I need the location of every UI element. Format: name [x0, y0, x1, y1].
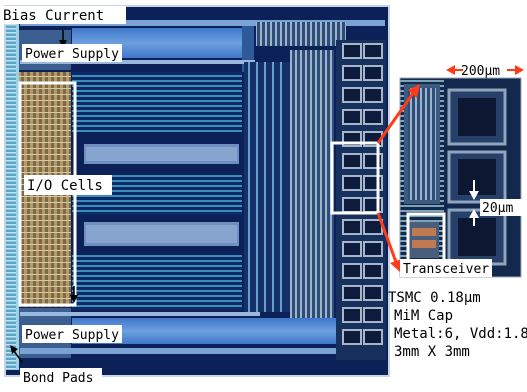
bias-current-label: Bias Current — [3, 8, 104, 24]
transceiver-label: Transceiver — [403, 262, 489, 277]
pitch-dimension — [446, 65, 524, 75]
bond-pads-label: Bond Pads — [23, 371, 93, 386]
zoom-leader-arrows — [376, 84, 420, 272]
spec-process: TSMC 0.18µm — [388, 290, 481, 306]
io-cells-label: I/O Cells — [27, 178, 103, 194]
labels: Bias Current Power Supply I/O Cells Powe… — [0, 6, 524, 386]
pad-pitch-label: 200µm — [461, 64, 500, 79]
zoom-inset-image — [399, 77, 522, 278]
process-specs: TSMC 0.18µm MiM Cap Metal:6, Vdd:1.8V 3m… — [388, 290, 527, 360]
spec-die-size: 3mm X 3mm — [394, 344, 470, 360]
spec-capacitor: MiM Cap — [394, 308, 453, 324]
power-supply-top-label: Power Supply — [25, 47, 119, 62]
bond-pad-strip — [6, 10, 16, 370]
gap-label: 20µm — [482, 201, 513, 216]
transceiver-selection-box — [330, 141, 380, 215]
pad-column — [336, 40, 386, 360]
callout-arrows — [10, 30, 78, 363]
gap-dimension — [469, 180, 479, 226]
spec-metal-vdd: Metal:6, Vdd:1.8V — [394, 326, 527, 342]
power-supply-bottom-label: Power Supply — [25, 328, 119, 343]
